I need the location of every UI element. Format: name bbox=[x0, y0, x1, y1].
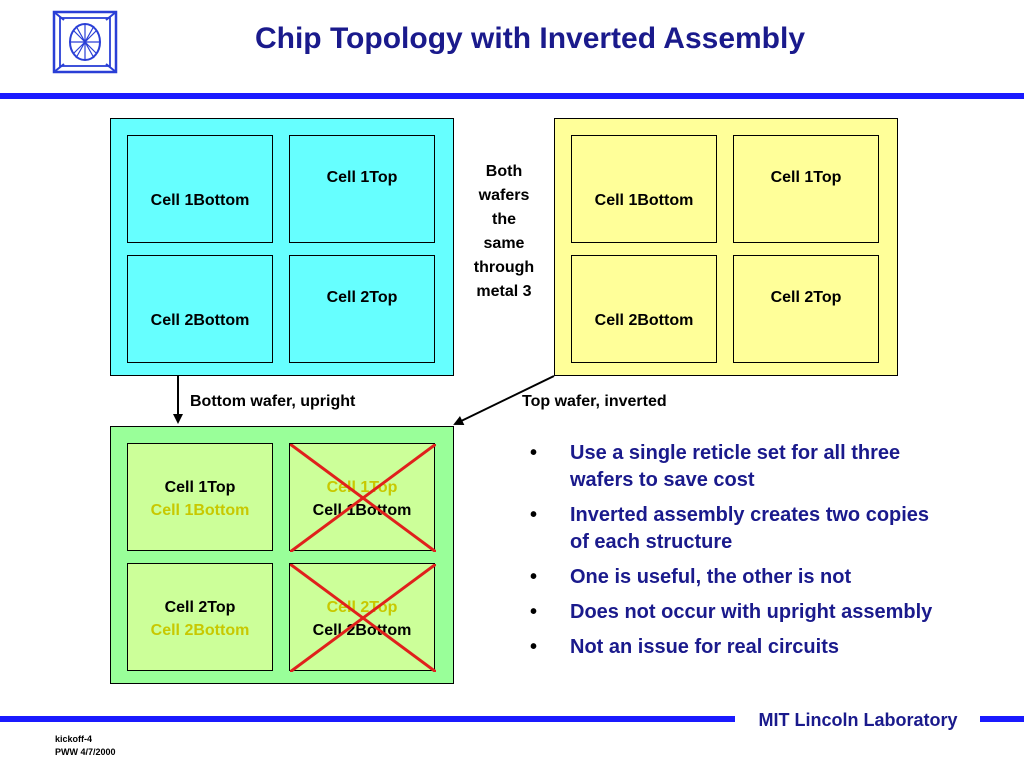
assembled-cell-2-useful: Cell 2Top Cell 2Bottom bbox=[127, 563, 273, 671]
cell-bottom-label: Cell 1Bottom bbox=[150, 502, 250, 519]
cell-top-label: Cell 1Top bbox=[164, 479, 236, 496]
cross-out-icon bbox=[290, 564, 436, 672]
note-line: through bbox=[473, 259, 535, 276]
bullet-text: Inverted assembly creates two copies of … bbox=[570, 504, 930, 553]
cyan-cell-1-top: Cell 1Top bbox=[289, 135, 435, 243]
slide-author-date: PWW 4/7/2000 bbox=[55, 747, 116, 757]
cell-label: Cell 2Top bbox=[326, 289, 398, 306]
top-wafer-caption: Top wafer, inverted bbox=[522, 393, 667, 410]
assembled-cell-2-unused: Cell 2Top Cell 2Bottom bbox=[289, 563, 436, 672]
yellow-cell-1-bottom: Cell 1Bottom bbox=[571, 135, 717, 243]
cyan-cell-2-bottom: Cell 2Bottom bbox=[127, 255, 273, 363]
header-divider bbox=[0, 93, 1024, 99]
top-wafer-diagram: Cell 1Bottom Cell 1Top Cell 2Bottom Cell… bbox=[554, 118, 898, 376]
list-item: • One is useful, the other is not bbox=[530, 564, 950, 591]
yellow-cell-1-top: Cell 1Top bbox=[733, 135, 879, 243]
cyan-cell-1-bottom: Cell 1Bottom bbox=[127, 135, 273, 243]
note-line: metal 3 bbox=[476, 283, 532, 300]
note-line: the bbox=[492, 211, 516, 228]
bullet-text: One is useful, the other is not bbox=[570, 566, 852, 588]
page-title: Chip Topology with Inverted Assembly bbox=[254, 22, 806, 55]
list-item: • Does not occur with upright assembly bbox=[530, 599, 950, 626]
bullet-icon: • bbox=[530, 636, 538, 658]
cell-label: Cell 1Top bbox=[326, 169, 398, 186]
cell-label: Cell 2Bottom bbox=[594, 312, 694, 329]
lincoln-lab-logo bbox=[52, 10, 118, 74]
assembled-wafer-diagram: Cell 1Top Cell 1Bottom Cell 1Top Cell 1B… bbox=[110, 426, 454, 684]
cell-label: Cell 1Bottom bbox=[594, 192, 694, 209]
cross-out-icon bbox=[290, 444, 436, 552]
cell-label: Cell 1Bottom bbox=[150, 192, 250, 209]
slide-id: kickoff-4 bbox=[55, 734, 93, 744]
key-points-list: • Use a single reticle set for all three … bbox=[530, 440, 950, 669]
yellow-cell-2-bottom: Cell 2Bottom bbox=[571, 255, 717, 363]
bullet-icon: • bbox=[530, 504, 538, 526]
footer-divider-left bbox=[0, 716, 735, 722]
assembled-cell-1-useful: Cell 1Top Cell 1Bottom bbox=[127, 443, 273, 551]
bullet-text: Does not occur with upright assembly bbox=[570, 601, 933, 623]
assembled-cell-1-unused: Cell 1Top Cell 1Bottom bbox=[289, 443, 436, 552]
bullet-icon: • bbox=[530, 601, 538, 623]
cell-label: Cell 2Bottom bbox=[150, 312, 250, 329]
bullet-icon: • bbox=[530, 566, 538, 588]
wafers-same-note: Both wafers the same through metal 3 bbox=[462, 160, 546, 304]
cell-label: Cell 2Top bbox=[770, 289, 842, 306]
list-item: • Inverted assembly creates two copies of… bbox=[530, 502, 950, 556]
bullet-text: Not an issue for real circuits bbox=[570, 636, 839, 658]
cell-bottom-label: Cell 2Bottom bbox=[150, 622, 250, 639]
list-item: • Not an issue for real circuits bbox=[530, 634, 950, 661]
note-line: same bbox=[483, 235, 525, 252]
bottom-wafer-diagram: Cell 1Bottom Cell 1Top Cell 2Bottom Cell… bbox=[110, 118, 454, 376]
footer-divider-right bbox=[980, 716, 1024, 722]
list-item: • Use a single reticle set for all three … bbox=[530, 440, 950, 494]
cell-label: Cell 1Top bbox=[770, 169, 842, 186]
inverted-arrow bbox=[453, 375, 555, 426]
bullet-text: Use a single reticle set for all three w… bbox=[570, 442, 901, 491]
bullet-icon: • bbox=[530, 442, 538, 464]
note-line: wafers bbox=[478, 187, 530, 204]
bottom-wafer-caption: Bottom wafer, upright bbox=[190, 393, 356, 410]
cell-top-label: Cell 2Top bbox=[164, 599, 236, 616]
footer-slide-note: kickoff-4 PWW 4/7/2000 bbox=[55, 733, 135, 759]
footer-brand: MIT Lincoln Laboratory bbox=[758, 710, 958, 730]
yellow-cell-2-top: Cell 2Top bbox=[733, 255, 879, 363]
note-line: Both bbox=[485, 163, 523, 180]
cyan-cell-2-top: Cell 2Top bbox=[289, 255, 435, 363]
